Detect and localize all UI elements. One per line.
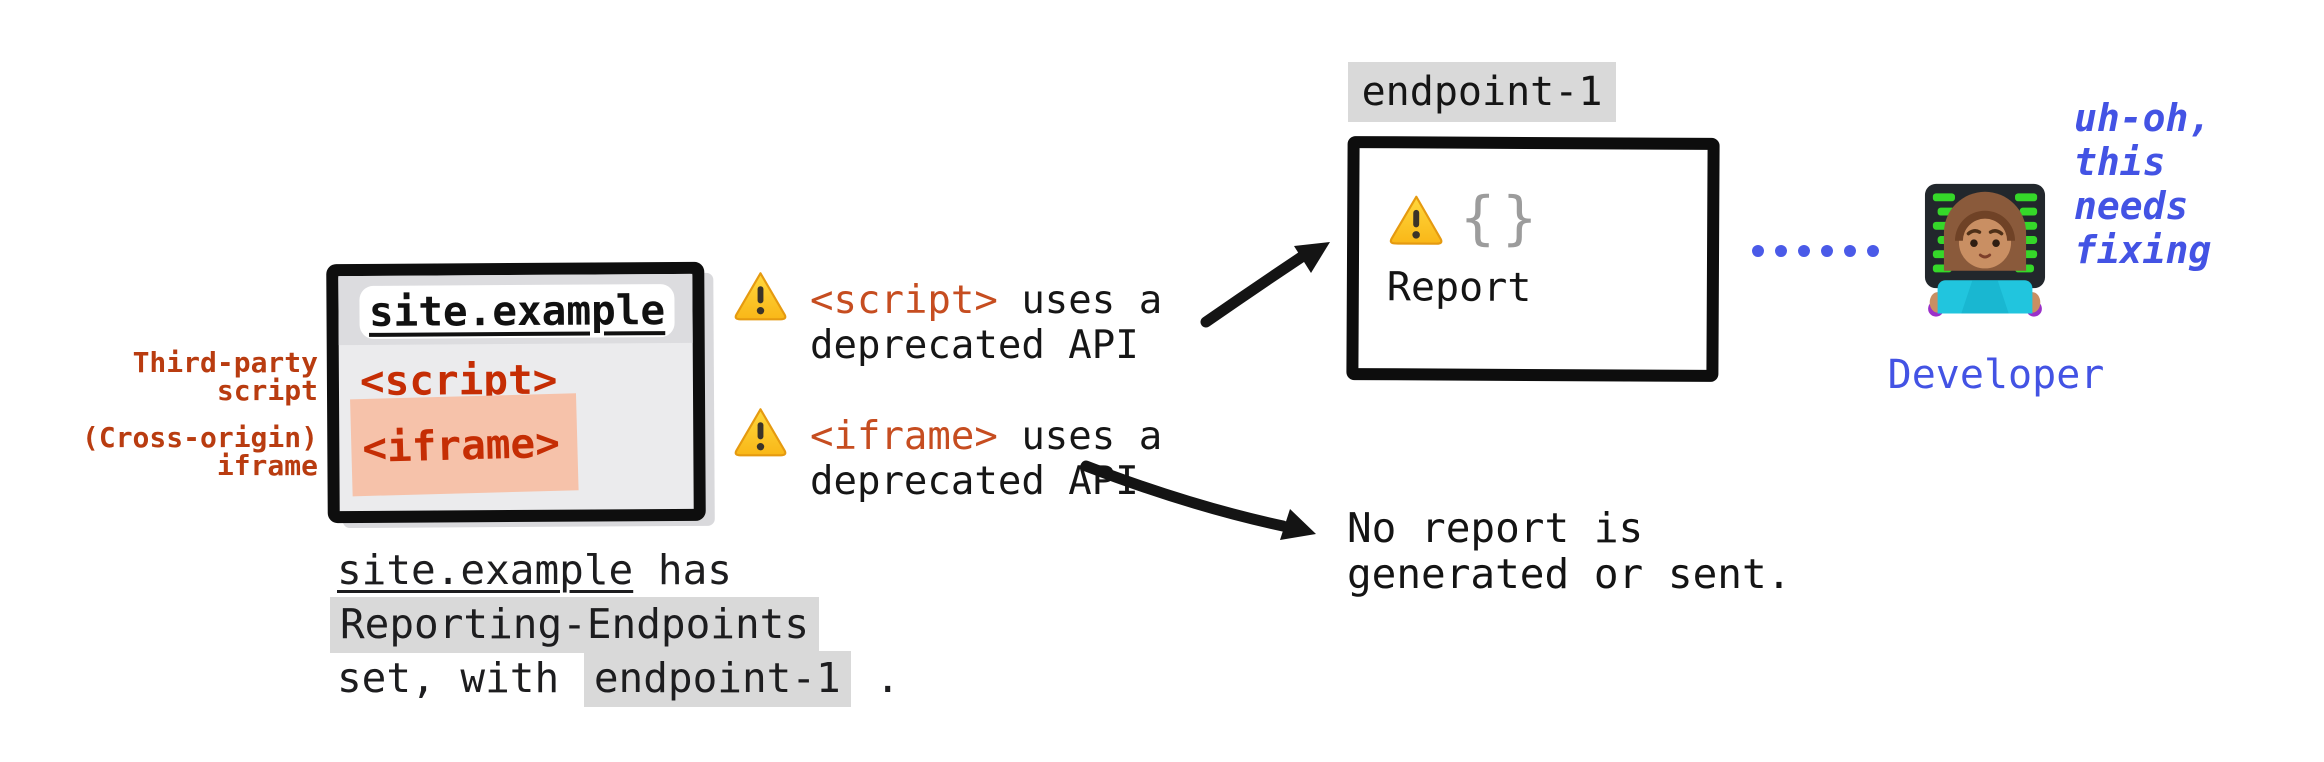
caption-text: set, with	[337, 654, 584, 702]
reporting-endpoints-chip: Reporting-Endpoints	[330, 597, 819, 653]
warning-icon	[1389, 195, 1443, 245]
report-label: Report	[1386, 264, 1532, 311]
developer-label: Developer	[1887, 352, 2105, 398]
warning-line-2: deprecated API	[810, 323, 1139, 368]
woman-technologist-icon	[1924, 183, 2046, 317]
dot	[1798, 245, 1810, 257]
warning-line-1: <iframe> uses a	[810, 414, 1162, 459]
warning-line-1: <script> uses a	[810, 278, 1162, 323]
dotted-line	[1752, 245, 1879, 257]
thought-line: uh-oh,	[2074, 96, 2212, 140]
report-icons: {}	[1388, 183, 1545, 253]
endpoint-label-chip: endpoint-1	[1348, 62, 1616, 122]
warning-icon	[734, 408, 787, 457]
side-label-third-party-script: Third-party script	[0, 349, 318, 405]
caption-line-1: site.example has	[330, 543, 900, 597]
dot	[1752, 245, 1764, 257]
browser-window: site.example <script> <iframe>	[326, 261, 706, 524]
warning-row-iframe: <iframe> uses a deprecated API	[733, 405, 1162, 504]
caption-line-2: Reporting-Endpoints	[330, 597, 900, 653]
thought-line: this	[2074, 140, 2166, 184]
caption-text: .	[850, 654, 901, 702]
iframe-tag: <iframe>	[361, 418, 561, 472]
warning-text-iframe: <iframe> uses a deprecated API	[810, 405, 1162, 504]
site-domain: site.example	[368, 286, 666, 336]
caption-line-3: set, with endpoint-1 .	[330, 651, 901, 707]
side-label-line: iframe	[216, 449, 318, 482]
endpoint-1-chip-inline: endpoint-1	[583, 651, 851, 707]
dot	[1844, 245, 1856, 257]
developer-thought: uh-oh, this needs fixing	[2074, 96, 2211, 272]
site-domain-underlined: site.example	[337, 546, 634, 594]
report-box: {} Report	[1346, 136, 1720, 382]
caption: site.example has Reporting-Endpoints set…	[330, 543, 901, 707]
url-bar: site.example	[359, 284, 675, 339]
side-label-cross-origin-iframe: (Cross-origin) iframe	[0, 424, 318, 480]
thought-line: fixing	[2074, 228, 2212, 272]
warning-text-rest: uses a	[997, 278, 1163, 323]
warning-row-script: <script> uses a deprecated API	[733, 269, 1162, 368]
no-report-line-1: No report is	[1347, 504, 1644, 552]
warning-text-rest: uses a	[997, 414, 1163, 459]
warning-text-script: <script> uses a deprecated API	[810, 269, 1162, 368]
iframe-highlight: <iframe>	[350, 393, 579, 497]
no-report-line-2: generated or sent.	[1347, 550, 1792, 598]
dot	[1821, 245, 1833, 257]
caption-text: has	[633, 546, 732, 594]
window-body: <script> <iframe>	[339, 343, 694, 511]
side-label-line: Third-party	[132, 346, 318, 379]
script-tag-inline: <script>	[810, 278, 998, 323]
window-topbar: site.example	[338, 273, 693, 346]
iframe-tag-inline: <iframe>	[810, 414, 998, 459]
warning-line-2: deprecated API	[810, 459, 1139, 504]
side-label-line: script	[216, 374, 318, 407]
thought-line: needs	[2074, 184, 2189, 228]
side-label-line: (Cross-origin)	[81, 421, 318, 454]
no-report-text: No report is generated or sent.	[1347, 505, 1791, 597]
arrow-to-endpoint-icon	[1200, 242, 1330, 328]
dot	[1867, 245, 1879, 257]
warning-icon	[734, 272, 787, 321]
dot	[1775, 245, 1787, 257]
json-braces-icon: {}	[1460, 183, 1545, 253]
